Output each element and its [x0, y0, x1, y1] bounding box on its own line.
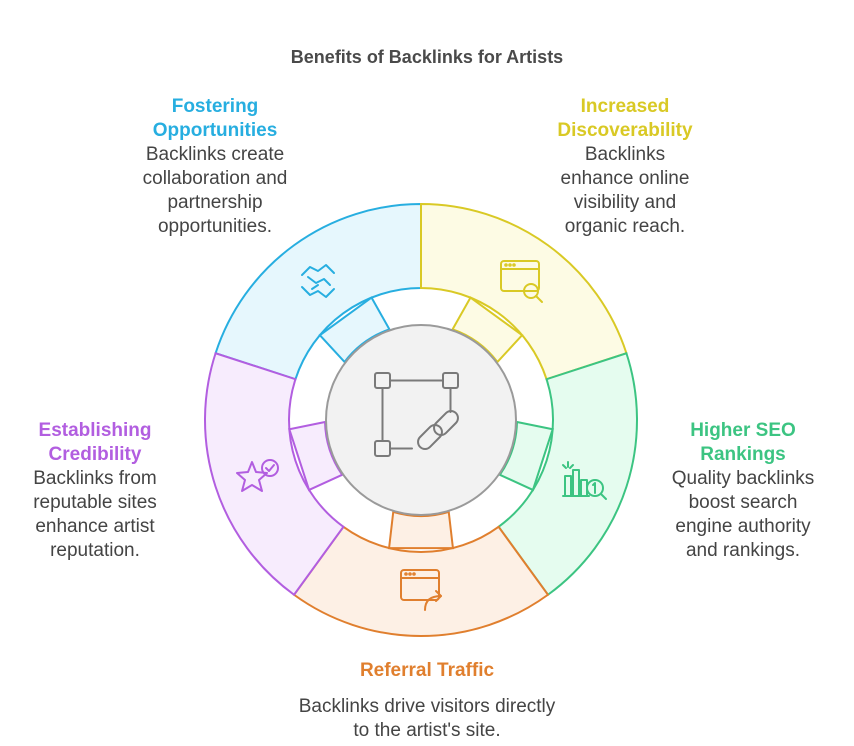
desc-credibility: Backlinks from reputable sites enhance a… — [33, 468, 157, 561]
block-seo: Higher SEO Rankings Quality backlinks bo… — [650, 419, 836, 563]
desc-fostering: Backlinks create collaboration and partn… — [142, 144, 288, 237]
block-discoverability: Increased Discoverability Backlinks enha… — [530, 95, 720, 239]
block-traffic: Referral Traffic Backlinks drive visitor… — [268, 659, 586, 743]
heading-fostering: Fostering Opportunities — [152, 96, 278, 141]
handshake-icon — [301, 264, 335, 298]
star-check-icon — [236, 459, 279, 492]
heading-traffic: Referral Traffic — [359, 660, 495, 681]
segment-tab-credibility — [288, 420, 344, 492]
diagram-title: Benefits of Backlinks for Artists — [290, 47, 564, 67]
heading-credibility: Establishing Credibility — [38, 420, 152, 465]
center-circle — [325, 324, 517, 516]
segment-tab-seo — [498, 420, 554, 492]
browser-redirect-icon — [400, 569, 442, 611]
link-network-icon — [374, 372, 459, 457]
desc-traffic: Backlinks drive visitors directly to the… — [298, 696, 556, 741]
block-credibility: Establishing Credibility Backlinks from … — [10, 419, 180, 563]
heading-discoverability: Increased Discoverability — [557, 96, 693, 141]
desc-seo: Quality backlinks boost search engine au… — [671, 468, 815, 561]
segment-tab-traffic — [387, 510, 455, 550]
heading-seo: Higher SEO Rankings — [690, 420, 796, 465]
desc-discoverability: Backlinks enhance online visibility and … — [560, 144, 690, 237]
browser-search-icon — [500, 260, 543, 303]
ranking-chart-icon — [562, 461, 607, 500]
block-fostering: Fostering Opportunities Backlinks create… — [125, 95, 305, 239]
